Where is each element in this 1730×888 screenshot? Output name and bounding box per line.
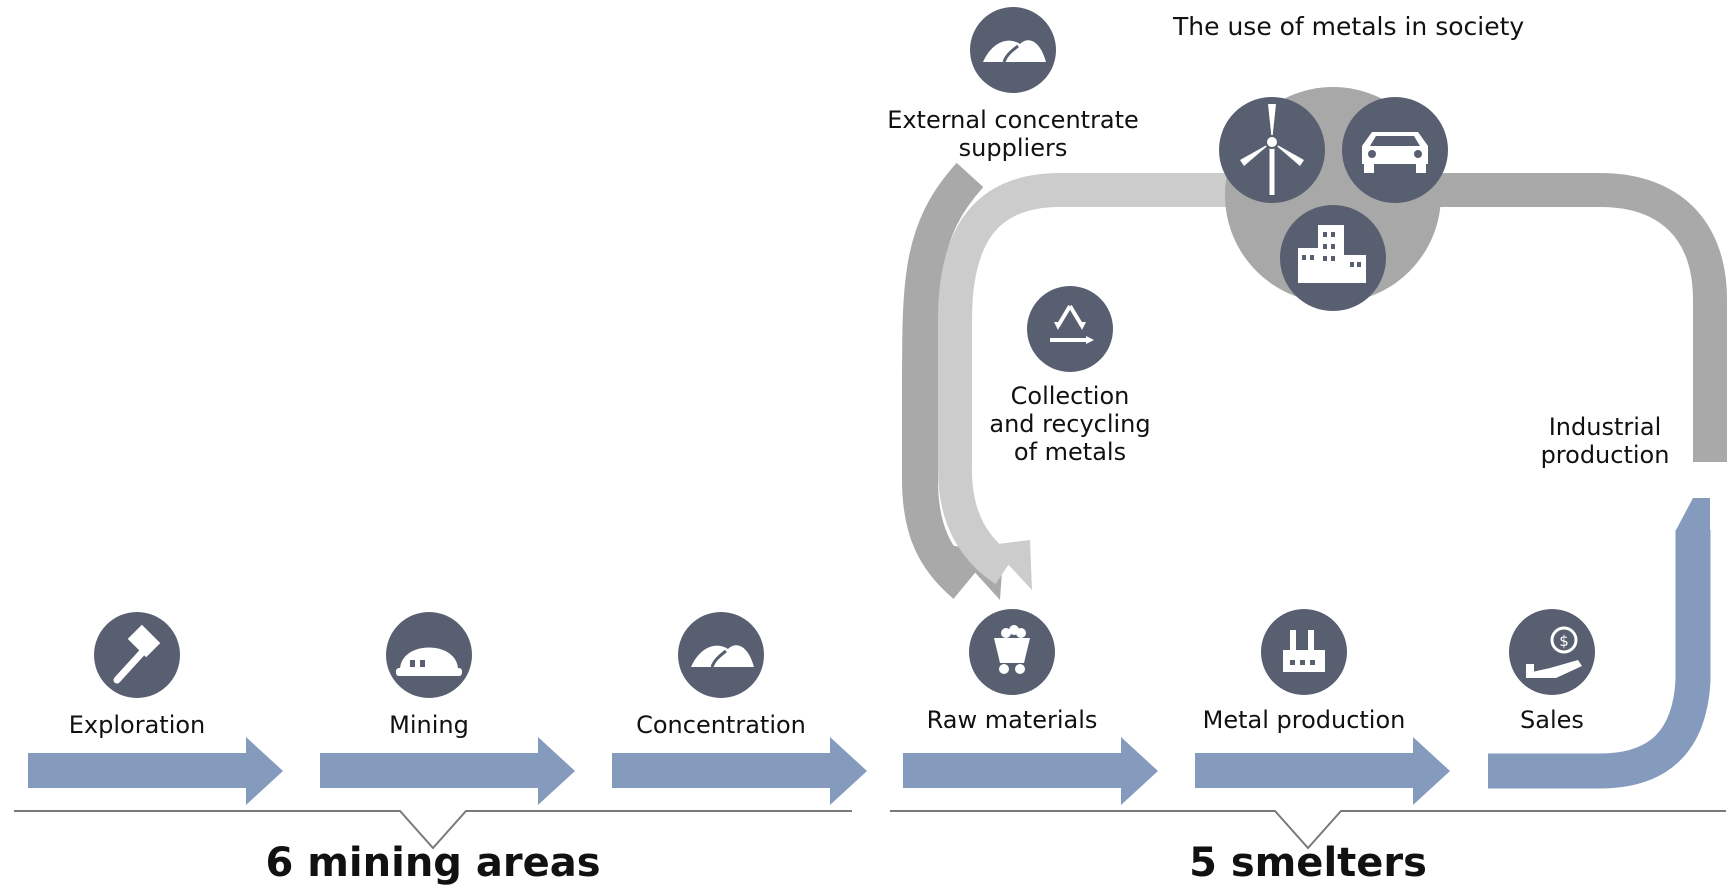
hand-coin-icon: $ [1509,609,1595,695]
arrow-metal-production [1195,737,1450,805]
ore-pile-icon [678,612,764,698]
recycling-label-line3: of metals [1013,438,1127,466]
recycle-icon [1027,286,1113,372]
diagram-title: The use of metals in society [1173,12,1525,41]
smelters-bracket [890,810,1726,850]
industrial-label-line1: Industrial [1548,413,1662,441]
industrial-loop-arrow [1430,173,1727,462]
step-label-metal-production: Metal production [1202,706,1406,734]
arrow-exploration [28,737,283,805]
step-arrows [28,498,1711,805]
industrial-production-label: Industrial production [1520,413,1690,469]
external-supply-arrow [902,162,984,599]
arrow-mining [320,737,575,805]
factory-icon [1261,609,1347,695]
buildings-icon [1280,205,1386,311]
step-label-raw-materials: Raw materials [926,706,1098,734]
wind-turbine-icon [1219,97,1325,203]
car-icon [1342,97,1448,203]
step-label-concentration: Concentration [636,711,806,739]
mining-areas-label: 6 mining areas [265,840,601,886]
arrow-concentration [612,737,867,805]
ore-pile-icon [970,7,1056,93]
recycling-loop-arrowhead [990,540,1032,590]
svg-text:$: $ [1559,632,1569,650]
hammer-icon [94,612,180,698]
hard-hat-icon [386,612,472,698]
mine-cart-icon [969,609,1055,695]
smelters-label: 5 smelters [1189,840,1427,886]
step-label-exploration: Exploration [68,711,206,739]
recycling-label-line1: Collection [1010,382,1130,410]
step-label-sales: Sales [1520,706,1584,734]
arrow-sales-curve [1488,530,1711,789]
step-label-mining: Mining [389,711,469,739]
recycling-label-line2: and recycling [989,410,1151,438]
mining-bracket [14,810,852,850]
external-label-line1: External concentrate [887,106,1139,134]
external-label-line2: suppliers [958,134,1068,162]
external-suppliers-label: External concentrate suppliers [883,106,1143,162]
industrial-label-line2: production [1540,441,1670,469]
recycling-loop-arrow [938,173,1230,585]
arrow-raw-materials [903,737,1158,805]
recycling-label: Collection and recycling of metals [970,382,1170,466]
